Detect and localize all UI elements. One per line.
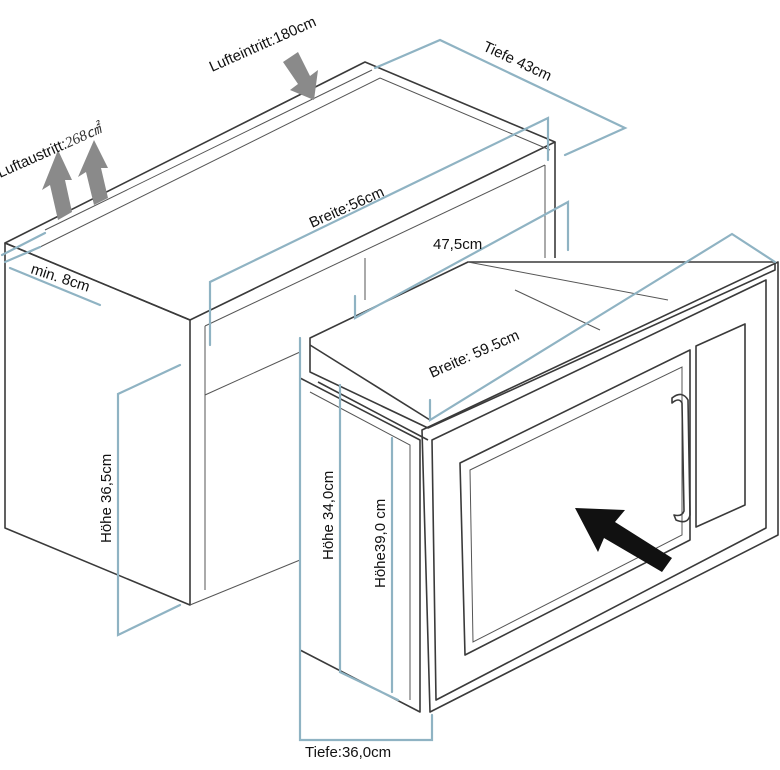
cabinet [4,61,556,606]
label-air-outlet-value: 268㎠ [62,119,106,152]
dim-cabinet-width [208,116,550,347]
label-oven-body-height: Höhe 34,0cm [320,471,337,560]
arrows [42,52,672,572]
microwave-door-window [459,349,691,656]
dim-min-gap-a [3,245,42,264]
microwave-side-inner [309,391,411,700]
cabinet-left-side [4,242,191,606]
dim-min-gap-b [8,266,102,307]
arrow-insert-icon [575,508,672,572]
dimension-lines [0,38,777,742]
microwave-top [309,261,776,429]
dim-min-gap-c [0,231,47,257]
label-oven-depth: Tiefe:36,0cm [305,744,391,761]
microwave-rail-lower [317,381,429,441]
cabinet-bottom-edge [189,559,301,606]
microwave-control-panel [695,323,746,528]
label-inner-width: 47,5cm [433,236,482,253]
arrow-down-icon [283,52,318,100]
arrow-up-icon [78,140,108,205]
microwave-door-window-inner [469,366,683,643]
microwave-front-inner [431,279,767,701]
dim-inner-width [353,200,570,320]
cabinet-top-inner-edge [29,77,551,253]
dim-oven-width [428,232,777,422]
cabinet-inner-top [204,164,546,327]
cabinet-shelf-line [204,351,301,396]
label-cabinet-height: Höhe 36,5cm [98,454,115,543]
microwave-front-frame [421,261,779,713]
dim-cabinet-depth [373,38,628,157]
labels: Lufteintritt:180cm Luftaustritt:268㎠ Tie… [0,13,554,761]
arrow-up-icon [42,150,72,220]
microwave-top-seam [467,261,669,301]
dim-oven-depth [298,336,434,742]
dim-cabinet-height [116,363,182,637]
microwave-side [299,377,421,713]
label-oven-front-height: Höhe39,0 cm [372,499,389,588]
microwave-rail-upper [309,344,431,421]
microwave [299,261,779,713]
label-cabinet-width: Breite:56cm [307,184,387,232]
dim-oven-body-height [338,383,400,702]
microwave-door-handle [671,393,691,523]
cabinet-top-rear-edge [44,69,373,231]
